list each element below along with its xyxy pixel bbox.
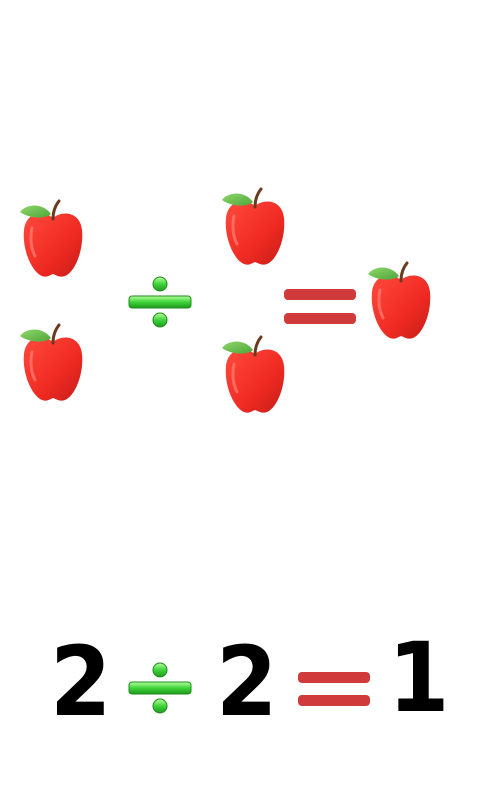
apple-icon [18, 322, 88, 404]
divisor-number: 2 [216, 626, 278, 738]
dividend-number: 2 [50, 626, 112, 738]
apple-icon [220, 186, 290, 268]
apple-icon [220, 334, 290, 416]
apple-icon [18, 198, 88, 280]
divide-icon [128, 276, 192, 328]
divide-icon [128, 662, 192, 714]
result-number: 1 [388, 622, 450, 734]
equals-icon [298, 672, 370, 708]
equals-icon [284, 289, 356, 327]
apple-icon [366, 260, 436, 342]
